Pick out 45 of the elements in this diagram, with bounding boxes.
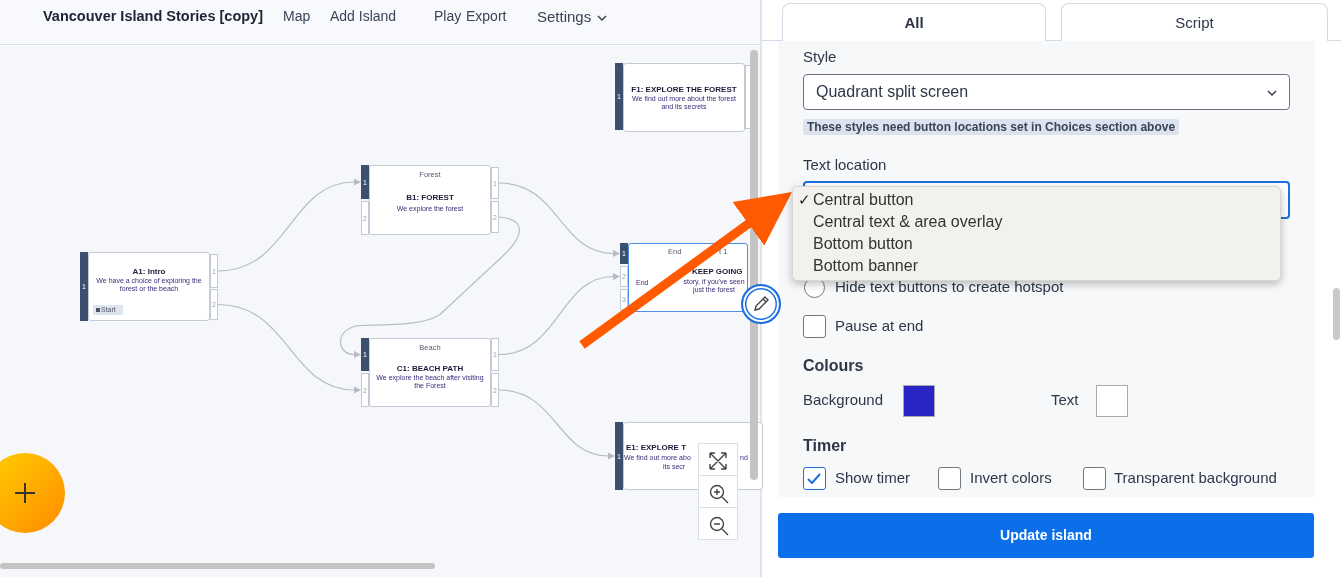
card-title: B1: FOREST [405,193,455,202]
field-label: Text location [803,156,887,173]
section-heading: Timer [803,437,847,455]
field-label: Style [803,48,837,65]
dropdown-option: Bottom banner [813,257,918,275]
field-label: Text [1051,391,1079,408]
card-title: C1: BEACH PATH [395,364,465,373]
dropdown-option: Central button [813,191,914,209]
connector-arrow [217,178,361,272]
hint-badge: These styles need button locations set in Choices section above [803,119,1180,135]
story-card [80,252,218,321]
story-card [361,338,499,407]
story-card [615,63,753,132]
dropdown-option: Central text & area overlay [813,213,1003,231]
dropdown-option: Bottom button [813,235,913,253]
option-label: Pause at end [835,317,924,334]
annotation-arrow [579,192,792,349]
card-title: E1: EXPLORE T [626,443,687,452]
nav-link: Add Island [330,8,397,24]
nav-link: Map [283,8,311,24]
option-label: Transparent background [1114,469,1277,486]
app-title: Vancouver Island Stories [copy] [43,8,263,24]
connector-arrow [217,303,361,394]
nav-link: Export [466,8,507,24]
select-field: Quadrant split screen [803,74,1290,110]
connector-arrow [339,216,520,358]
connector-arrow [498,182,620,257]
option-label: Show timer [835,469,911,486]
tab: Script [1061,3,1328,41]
update-button: Update island [778,513,1314,558]
tab: All [782,3,1046,41]
connector-arrow [498,389,615,460]
card-title: A1: Intro [131,267,167,276]
section-heading: Colours [803,357,864,375]
story-card [361,165,499,235]
option-label: Hide text buttons to create hotspot [835,278,1064,295]
connector-arrow [498,273,620,356]
nav-menu: Settings [537,8,608,25]
card-title: F1: EXPLORE THE FOREST [630,85,738,94]
card-title: KEEP GOING [692,267,744,276]
field-label: Background [803,391,884,408]
nav-link: Play [434,8,462,24]
dropdown-menu [792,186,1281,281]
option-label: Invert colors [970,469,1052,486]
checkmark: ✓ [798,191,811,209]
